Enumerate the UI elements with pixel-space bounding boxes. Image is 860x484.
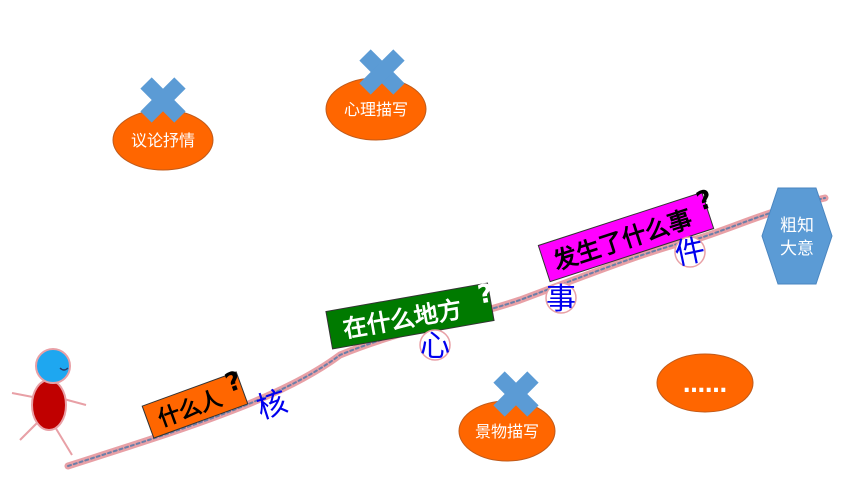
core-char-3: 事 (546, 282, 576, 317)
cross-icon (140, 77, 186, 123)
oval-xinli-label: 心理描写 (344, 100, 408, 119)
core-char-2: 心 (420, 329, 450, 364)
goal-hexagon: 粗知 大意 (761, 187, 833, 285)
step-where: 在什么地方 ? (325, 278, 495, 350)
core-char-4: 件 (672, 232, 709, 272)
step-where-q: ? (475, 278, 495, 310)
cross-icon (493, 371, 539, 417)
oval-jingwu: 景物描写 (458, 371, 556, 462)
oval-yilun: 议论抒情 (112, 77, 214, 171)
oval-jingwu-label: 景物描写 (475, 422, 539, 441)
oval-more-label: …… (683, 373, 727, 398)
goal-line2: 大意 (780, 239, 814, 259)
oval-more: …… (656, 353, 754, 413)
climb-path-texture (67, 197, 826, 467)
oval-xinli: 心理描写 (325, 49, 427, 141)
cross-icon (359, 49, 405, 95)
goal-line1: 粗知 (780, 216, 814, 236)
oval-yilun-label: 议论抒情 (131, 131, 195, 150)
walking-person-icon (11, 348, 87, 456)
